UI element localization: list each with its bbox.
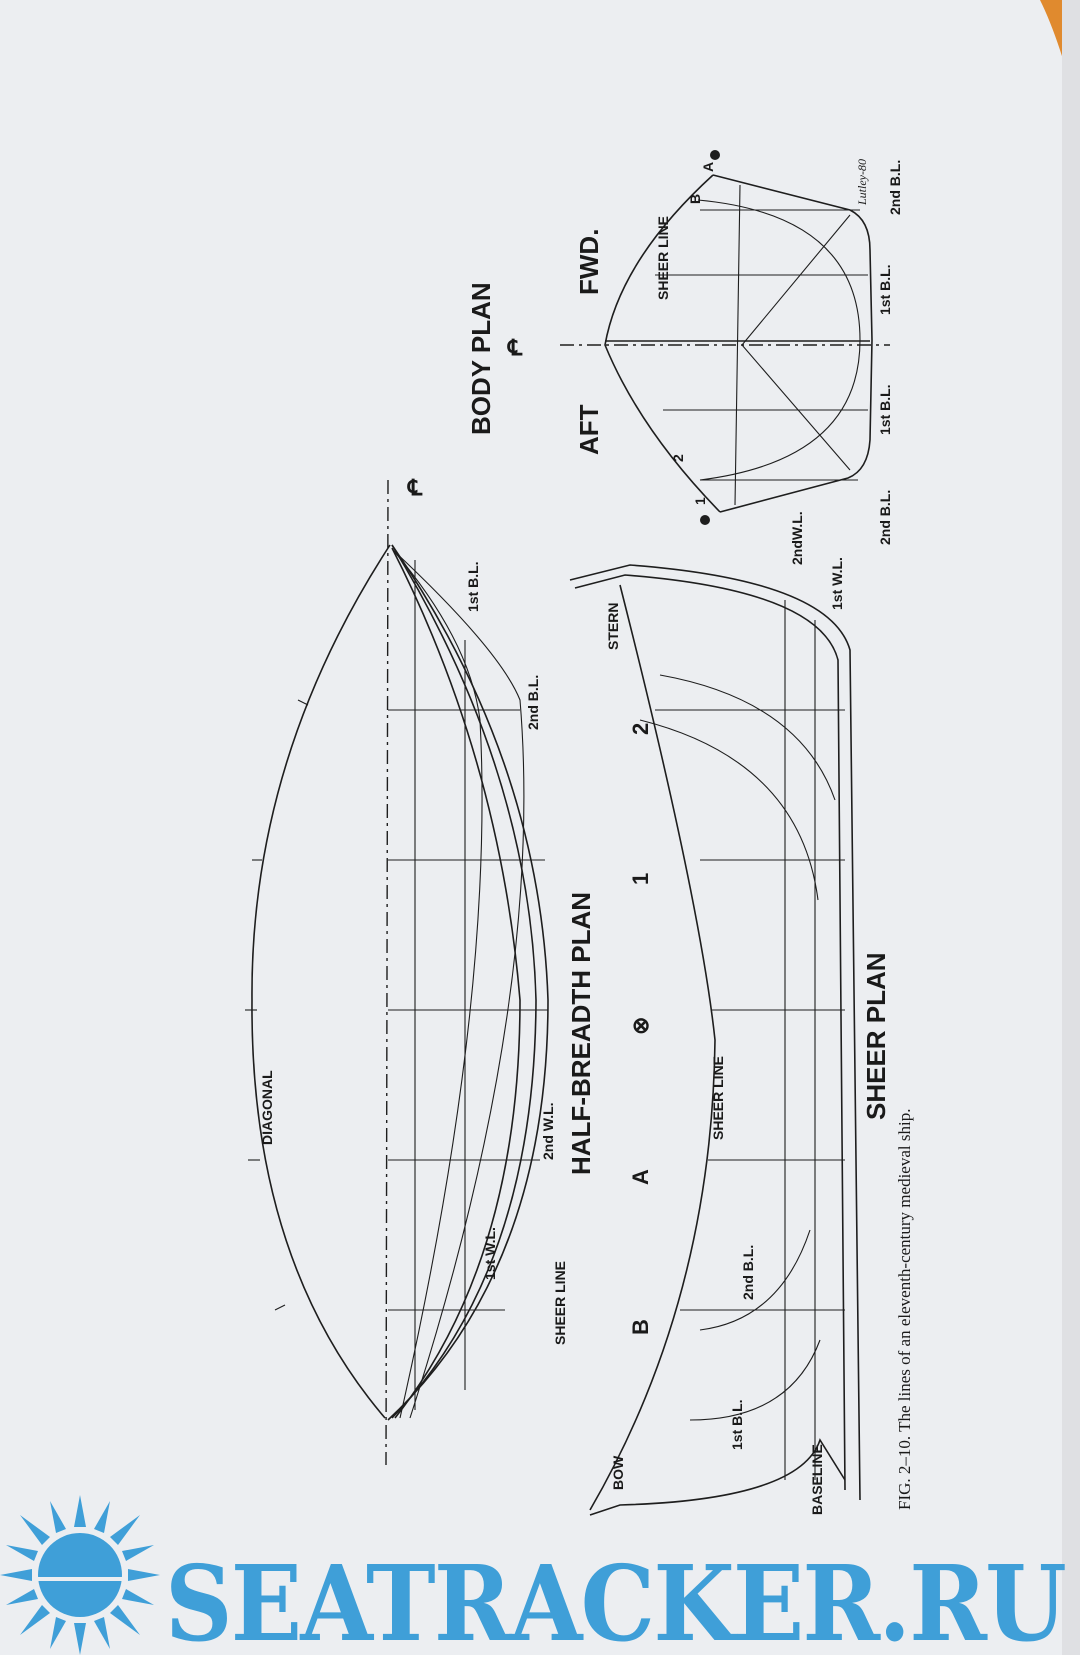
sheer-plan: BOW STERN BASELINE SHEER LINE 1st B.L. 2… <box>569 511 891 1516</box>
station-midship: ⊗ <box>628 1017 653 1035</box>
frame-a-dot <box>710 150 720 160</box>
second-bl-curve <box>392 549 525 1419</box>
watermark-text: SEATRACKER.RU <box>165 1542 1065 1655</box>
first-bl-label: 1st B.L. <box>729 1399 745 1450</box>
first-bl-fwd-label: 1st B.L. <box>877 264 893 315</box>
frame-2-label: 2 <box>670 454 686 462</box>
first-bl-aft <box>659 674 836 801</box>
first-bl-curve <box>392 549 483 1419</box>
waterline-2 <box>734 184 741 506</box>
diagonal-section <box>741 214 851 471</box>
bow-post <box>589 1438 846 1516</box>
body-sheer-line-label: SHEER LINE <box>655 216 671 300</box>
diagonal-ticks <box>245 699 309 1311</box>
sheer-line-curve <box>387 544 549 1421</box>
artist-signature: Lutley-80 <box>855 159 869 206</box>
sheer-line-label: SHEER LINE <box>710 1056 726 1140</box>
first-bl-aft-label: 1st B.L. <box>877 384 893 435</box>
second-wl-curve <box>391 544 537 1419</box>
first-wl-curve <box>391 547 521 1419</box>
figure-caption: FIG. 2–10. The lines of an eleventh-cent… <box>895 1109 914 1510</box>
page-edge-shadow <box>1062 0 1080 1655</box>
outer-hull-section <box>712 174 873 513</box>
station-1: 1 <box>628 873 653 885</box>
stern-post <box>569 564 861 1501</box>
first-wl-label: 1st W.L. <box>482 1227 498 1280</box>
frame-a-label: A <box>700 162 716 172</box>
second-bl-label: 2nd B.L. <box>740 1245 756 1300</box>
frame-b-label: B <box>687 194 703 204</box>
second-bl-aft-label: 2nd B.L. <box>877 490 893 545</box>
station-markers: B A ⊗ 1 2 <box>628 723 653 1335</box>
half-breadth-plan-title: HALF-BREADTH PLAN <box>566 892 596 1175</box>
first-wl-label: 1st W.L. <box>829 557 845 610</box>
station-lines <box>388 560 548 1410</box>
second-wl-label: 2nd W.L. <box>540 1102 556 1160</box>
sun-icon <box>0 1495 160 1655</box>
bow-label: BOW <box>610 1455 626 1490</box>
sheer-stations <box>655 600 845 1480</box>
first-bl-fwd <box>689 1339 821 1421</box>
fwd-label: FWD. <box>574 229 604 295</box>
sheer-line-label: SHEER LINE <box>552 1261 568 1345</box>
second-bl-fwd <box>699 1229 811 1331</box>
sheer-line-section <box>604 174 721 513</box>
stern-label: STERN <box>605 603 621 650</box>
centerline <box>385 479 389 1466</box>
body-centerline-symbol: ℄ <box>507 335 523 360</box>
first-bl-label: 1st B.L. <box>465 561 481 612</box>
diagonal-curve <box>251 544 391 1419</box>
watermark: SEATRACKER.RU <box>0 1495 1067 1655</box>
frame-b-2 <box>697 199 861 481</box>
second-wl-label: 2ndW.L. <box>789 511 805 565</box>
second-bl-label: 2nd B.L. <box>525 675 541 730</box>
body-buttock-lines <box>655 209 868 481</box>
station-b: B <box>628 1319 653 1335</box>
frame-1-dot <box>700 515 710 525</box>
station-a: A <box>628 1169 653 1185</box>
sheer-plan-title: SHEER PLAN <box>861 952 891 1120</box>
second-bl-fwd-label: 2nd B.L. <box>887 160 903 215</box>
half-breadth-plan: DIAGONAL 1st B.L. 2nd B.L. 1st W.L. 2nd … <box>245 475 596 1466</box>
keel-inner <box>574 574 846 1491</box>
body-plan: A B 2 1 SHEER LINE BODY PLAN ℄ AFT FWD. … <box>466 150 903 545</box>
diagonal-label: DIAGONAL <box>259 1070 275 1145</box>
centerline-symbol: ℄ <box>407 475 423 500</box>
body-plan-title: BODY PLAN <box>466 282 496 435</box>
second-bl-aft <box>639 719 819 901</box>
station-2: 2 <box>628 723 653 735</box>
baseline-label: BASELINE <box>809 1444 825 1515</box>
frame-1-label: 1 <box>692 497 708 505</box>
sheer-line-curve <box>589 584 716 1511</box>
aft-label: AFT <box>574 404 604 455</box>
